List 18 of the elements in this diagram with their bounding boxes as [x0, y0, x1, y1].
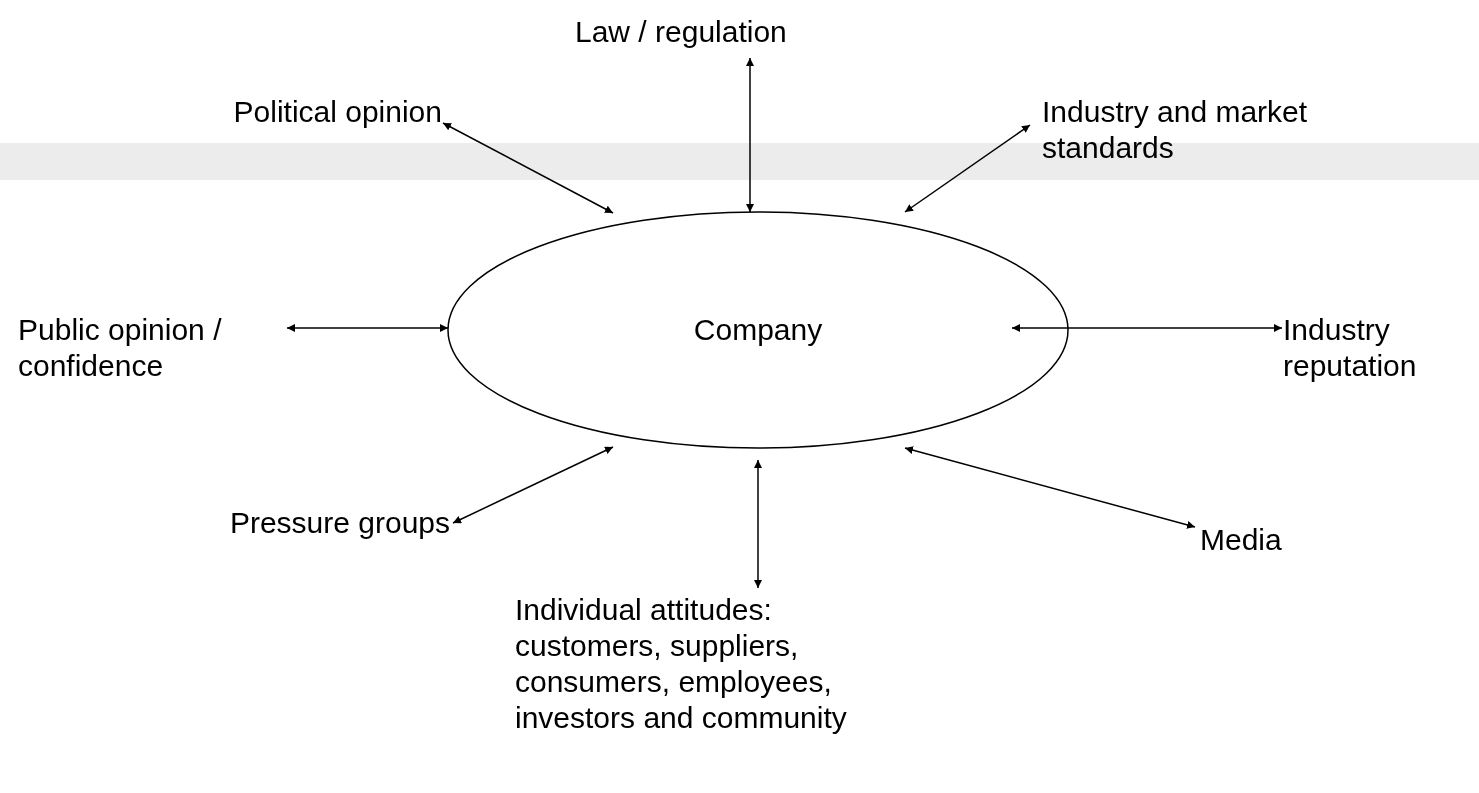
influence-label: Industry and market standards [1042, 94, 1372, 166]
double-arrow [904, 124, 1031, 213]
influence-label: Media [1200, 522, 1320, 558]
double-arrow [286, 324, 449, 332]
double-arrow [754, 459, 762, 589]
double-arrow [1011, 324, 1283, 332]
double-arrow [746, 57, 754, 213]
influence-label: Political opinion [228, 94, 442, 130]
influence-label: Pressure groups [222, 505, 450, 541]
influence-label: Public opinion / confidence [18, 312, 283, 384]
double-arrow [442, 122, 614, 214]
double-arrow [452, 446, 614, 524]
double-arrow [904, 446, 1196, 529]
node-label: Company [693, 312, 823, 349]
influence-label: Law / regulation [575, 14, 925, 50]
influence-label: Industry reputation [1283, 312, 1473, 384]
influence-label: Individual attitudes: customers, suppliers, consumers, employees, investors and community [515, 592, 915, 736]
company-ellipse [447, 211, 1069, 449]
